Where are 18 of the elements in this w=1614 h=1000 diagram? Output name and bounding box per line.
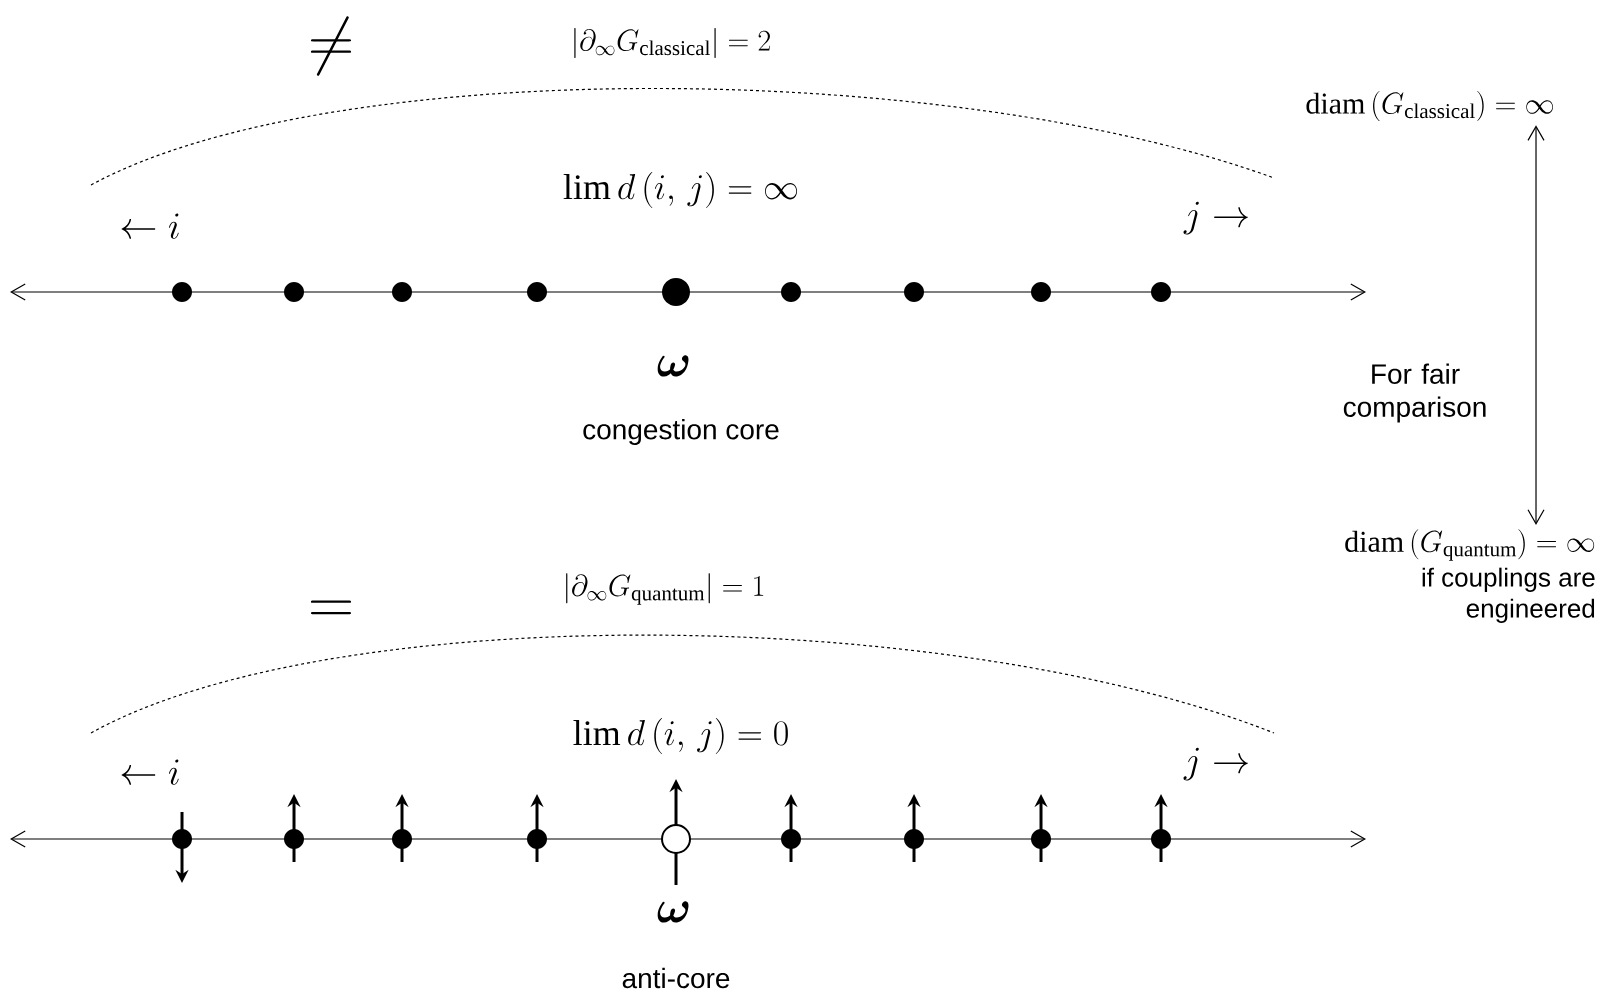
diameter-formula: $\mathrm{diam}\left(G_{\mathrm{quantum}}\right) = \infty$ if couplings are engineered xyxy=(1345,529,1595,623)
end-label: $\leftarrow i$ xyxy=(121,759,179,785)
boundary-formula: $\left|\partial_\infty G_{\mathrm{classical}}\right| = 2$ xyxy=(574,28,770,58)
diameter-formula: $\mathrm{diam}\left(G_{\mathrm{classical}}\right) = \infty$ xyxy=(1306,91,1553,121)
limit-formula: $\lim d\left(i,\, j\right) = \infty$ xyxy=(563,172,798,208)
limit-formula: $\lim d\left(i,\, j\right) = 0$ xyxy=(573,718,788,754)
double-arrow xyxy=(1527,125,1545,525)
core-caption: congestion core xyxy=(583,418,779,446)
end-label: $j \rightarrow$ xyxy=(1183,201,1248,235)
edge-label: For fair comparison xyxy=(1343,363,1486,423)
core-symbol: $\boldsymbol{\omega}$ xyxy=(657,901,689,923)
core-caption: anti-core xyxy=(622,967,730,989)
equal-sign: $=$ xyxy=(310,600,352,615)
not-equal-sign: $\neq$ xyxy=(310,16,352,76)
boundary-formula: $\left|\partial_\infty G_{\mathrm{quantum}}\right| = 1$ xyxy=(566,573,764,605)
core-symbol: $\boldsymbol{\omega}$ xyxy=(657,355,689,377)
end-label: $j \rightarrow$ xyxy=(1183,747,1248,781)
end-label: $\leftarrow i$ xyxy=(121,213,179,239)
